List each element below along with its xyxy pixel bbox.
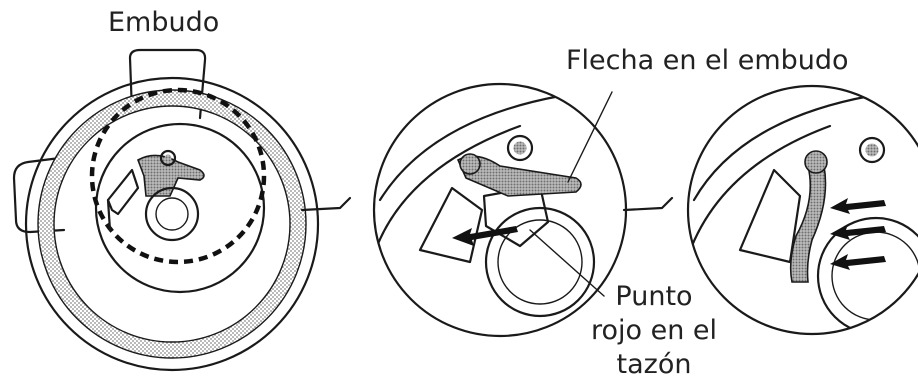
funnel-arrow-label: Flecha en el embudo	[566, 44, 849, 78]
panel-1-bowl-top-view	[14, 50, 318, 370]
funnel-label: Embudo	[108, 6, 219, 40]
red-dot-label-line-2: rojo en el	[574, 314, 734, 348]
red-dot-label-line-1: Punto	[574, 280, 734, 314]
step-arrow-icon	[624, 198, 672, 210]
red-dot-label-line-3: tazón	[574, 348, 734, 381]
red-dot-label: Punto rojo en el tazón	[574, 280, 734, 381]
step-arrow-icon	[302, 198, 350, 210]
